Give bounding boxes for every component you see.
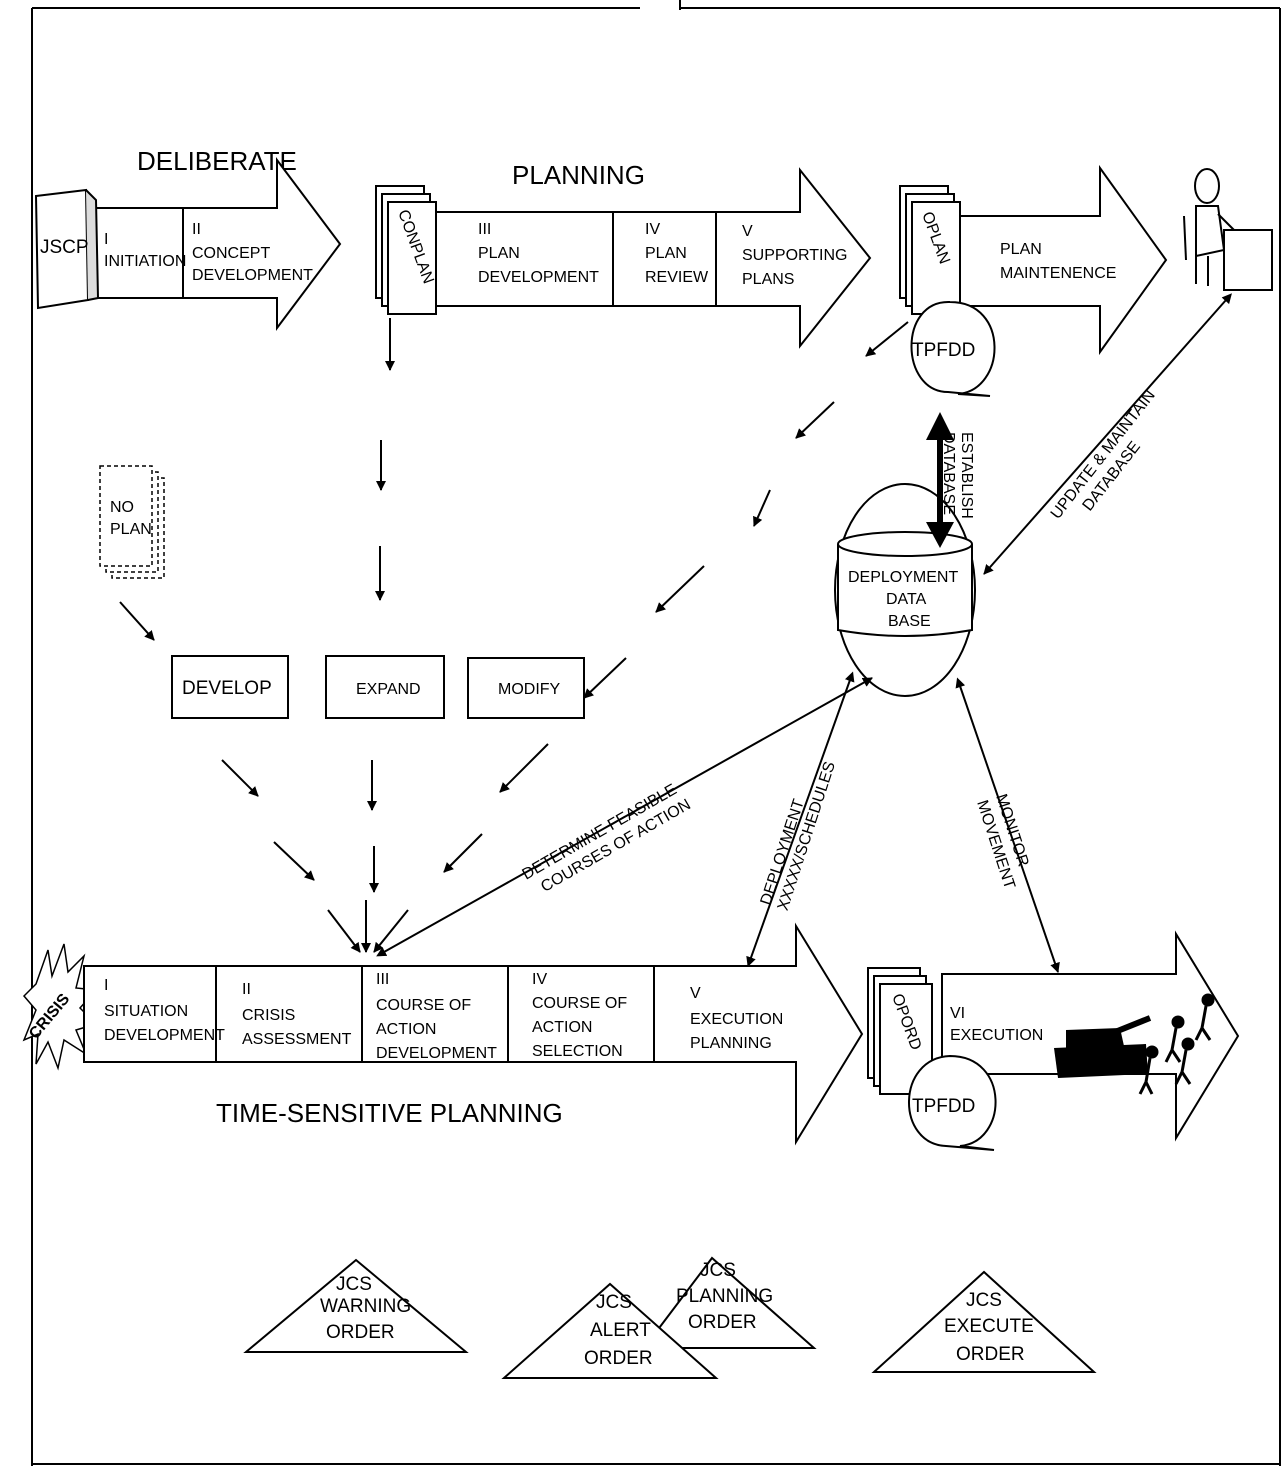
jcs-warning-order: JCS WARNING ORDER [243, 1258, 469, 1353]
alert-l2: ALERT [590, 1320, 651, 1341]
phase-ii-num: II [192, 221, 201, 238]
ts-iii-num: III [376, 971, 389, 988]
ts-i-num: I [104, 977, 108, 994]
execute-l1: JCS [966, 1290, 1002, 1311]
establish-database-arrow [926, 412, 954, 548]
phase-v-label: SUPPORTING [742, 247, 848, 264]
time-sensitive-arrow [83, 922, 864, 1146]
phase-ii-label: CONCEPT [192, 245, 270, 262]
feasible-label: DETERMINE FEASIBLE COURSES OF ACTION [520, 781, 694, 896]
no-plan-document: NO PLAN [99, 465, 165, 579]
ts-v-label2: PLANNING [690, 1035, 772, 1052]
warning-l2: WARNING [320, 1296, 411, 1317]
phase-iii-num: III [478, 221, 491, 238]
no-plan-line1: NO [110, 499, 134, 516]
phase-i-label: INITIATION [104, 253, 186, 270]
tpfdd-top-label: TPFDD [912, 340, 975, 361]
ts-iv-label2: ACTION [532, 1019, 592, 1036]
expand-label: EXPAND [356, 681, 421, 698]
frame [31, 0, 1281, 1466]
ts-i-label2: DEVELOPMENT [104, 1027, 225, 1044]
monitor-label: MONITOR MOVEMENT [973, 792, 1031, 892]
execute-l2: EXECUTE [944, 1316, 1034, 1337]
expand-box: EXPAND [325, 655, 445, 719]
phase-iii-label: PLAN [478, 245, 520, 262]
conplan-documents: CONPLAN [375, 185, 437, 315]
alert-l1: JCS [596, 1292, 632, 1313]
ts-v-label: EXECUTION [690, 1011, 783, 1028]
jcs-execute-order: JCS EXECUTE ORDER [871, 1270, 1097, 1373]
modify-box: MODIFY [467, 657, 585, 719]
phase-iv-label: PLAN [645, 245, 687, 262]
phase-iv-label2: REVIEW [645, 269, 709, 286]
crisis-burst: CRISIS [22, 943, 98, 1071]
develop-box: DEVELOP [171, 655, 289, 719]
phase-v-label2: PLANS [742, 271, 794, 288]
ts-i-label: SITUATION [104, 1003, 188, 1020]
database-line2: DATA [886, 591, 927, 608]
jscp-book: JSCP [34, 188, 100, 310]
warning-l3: ORDER [326, 1322, 395, 1343]
phase-i-num: I [104, 231, 108, 248]
establish-line1: ESTABLISH [958, 432, 975, 519]
jscp-label: JSCP [40, 237, 89, 258]
no-plan-line2: PLAN [110, 521, 152, 538]
ts-iii-label2: ACTION [376, 1021, 436, 1038]
tpfdd-top: TPFDD [910, 300, 996, 397]
execution-label: EXECUTION [950, 1027, 1043, 1044]
maintenance-label: PLAN [1000, 241, 1042, 258]
database-line3: BASE [888, 613, 931, 630]
maintenance-label2: MAINTENENCE [1000, 265, 1116, 282]
tank-icon [1054, 1015, 1152, 1078]
ts-iii-label3: DEVELOPMENT [376, 1045, 497, 1062]
ts-ii-label2: ASSESSMENT [242, 1031, 352, 1048]
develop-label: DEVELOP [182, 678, 272, 699]
planning-l2: PLANNING [676, 1286, 773, 1307]
jcs-alert-order: JCS ALERT ORDER [501, 1282, 719, 1379]
ts-ii-label: CRISIS [242, 1007, 295, 1024]
establish-line2: DATABASE [940, 432, 957, 515]
alert-l3: ORDER [584, 1348, 653, 1369]
modify-label: MODIFY [498, 681, 561, 698]
deployment-link-label: DEPLOYMENT XXXXX/SCHEDULES [758, 760, 839, 913]
flow-arrows [119, 293, 1232, 973]
update-label: UPDATE & MAINTAIN DATABASE [1048, 387, 1159, 522]
planning-l3: ORDER [688, 1312, 757, 1333]
phase-iii-label2: DEVELOPMENT [478, 269, 599, 286]
jcs-planning-order: JCS PLANNING ORDER [641, 1256, 817, 1349]
ts-iii-label: COURSE OF [376, 997, 471, 1014]
deliberate-arrow-2 [429, 167, 872, 349]
planner-person-icon [1183, 168, 1273, 291]
phase-ii-label2: DEVELOPMENT [192, 267, 313, 284]
phase-v-num: V [742, 223, 753, 240]
oplan-documents: OPLAN [899, 185, 961, 315]
time-sensitive-title: TIME-SENSITIVE PLANNING [216, 1098, 563, 1128]
opord-documents: OPORD [867, 967, 933, 1095]
ts-iv-label: COURSE OF [532, 995, 627, 1012]
ts-ii-num: II [242, 981, 251, 998]
update-line1: UPDATE & MAINTAIN [1048, 387, 1159, 522]
execute-l3: ORDER [956, 1344, 1025, 1365]
deployment-database: DEPLOYMENT DATA BASE [834, 483, 976, 697]
execution-num: VI [950, 1005, 965, 1022]
tpfdd-bottom-label: TPFDD [912, 1096, 975, 1117]
ts-iv-num: IV [532, 971, 547, 988]
database-line1: DEPLOYMENT [848, 569, 958, 586]
soldiers-icon [1138, 993, 1215, 1095]
warning-l1: JCS [336, 1274, 372, 1295]
planning-l1: JCS [700, 1260, 736, 1281]
planning-title: PLANNING [512, 160, 645, 190]
ts-iv-label3: SELECTION [532, 1043, 623, 1060]
deliberate-title: DELIBERATE [137, 146, 297, 176]
establish-label: ESTABLISH DATABASE [940, 432, 975, 519]
tpfdd-bottom: TPFDD [908, 1054, 997, 1151]
ts-v-num: V [690, 985, 701, 1002]
deliberate-arrow-1 [84, 157, 342, 331]
phase-iv-num: IV [645, 221, 660, 238]
